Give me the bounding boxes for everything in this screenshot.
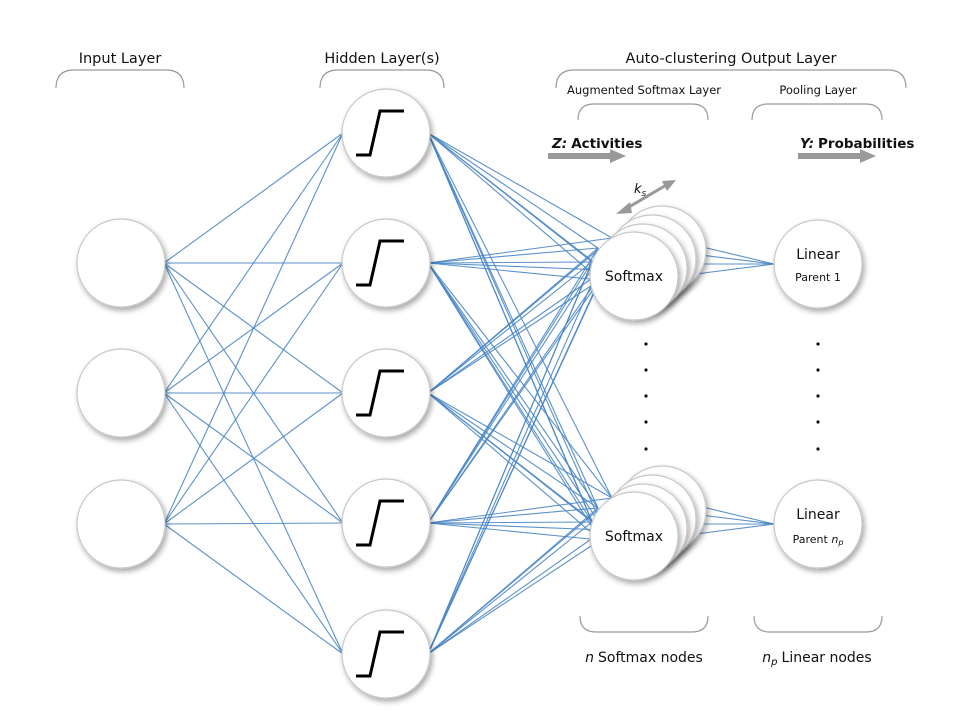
z-activities-label: Z:Activities bbox=[551, 136, 642, 152]
connection-line bbox=[427, 237, 613, 394]
augmented-softmax-brace bbox=[577, 103, 709, 121]
hidden-node bbox=[341, 218, 431, 308]
connection-line bbox=[427, 237, 613, 524]
hidden-node bbox=[341, 609, 431, 699]
connection-line bbox=[427, 247, 599, 264]
connection-line bbox=[427, 497, 613, 655]
connection-line bbox=[163, 523, 344, 655]
softmax-stack-bottom: Softmax bbox=[589, 465, 707, 581]
augmented-softmax-title: Augmented Softmax Layer bbox=[567, 83, 721, 97]
pooling-layer-title: Pooling Layer bbox=[779, 83, 857, 97]
connection-line bbox=[427, 132, 613, 239]
input-node bbox=[76, 348, 166, 438]
auto-clustering-output-title: Auto-clustering Output Layer bbox=[626, 51, 837, 67]
connection-line bbox=[427, 497, 613, 524]
connection-line bbox=[427, 262, 601, 281]
connection-line bbox=[427, 521, 593, 524]
double-arrow-icon bbox=[616, 180, 676, 214]
linear-ellipsis bbox=[816, 342, 820, 451]
y-probabilities-label: Y:Probabilities bbox=[800, 136, 914, 152]
connection-line bbox=[427, 237, 613, 264]
hidden-node bbox=[341, 478, 431, 568]
connection-line bbox=[163, 132, 344, 525]
connection-line bbox=[427, 539, 601, 655]
linear-node bbox=[773, 219, 863, 309]
linear-node bbox=[773, 479, 863, 569]
linear-node-label: Linear bbox=[796, 247, 840, 263]
connection-line bbox=[427, 507, 599, 524]
sigmoid-step-icon bbox=[356, 499, 404, 547]
linear-node-label: Linear bbox=[796, 507, 840, 523]
hidden-layers-title: Hidden Layer(s) bbox=[324, 51, 439, 67]
connection-line bbox=[163, 392, 344, 525]
connection-line bbox=[427, 521, 593, 655]
connection-line bbox=[163, 132, 344, 394]
output-layer-brace bbox=[555, 69, 907, 89]
pooling-layer-brace bbox=[751, 103, 883, 121]
ks-label: ks bbox=[634, 182, 647, 199]
hidden-layers-brace bbox=[319, 69, 445, 89]
input-node bbox=[76, 218, 166, 308]
input-layer-title: Input Layer bbox=[79, 51, 162, 67]
hidden-node bbox=[341, 348, 431, 438]
connection-line bbox=[427, 247, 599, 655]
connection-line bbox=[163, 262, 344, 525]
linear-nodes: Linear Parent 1 Linear Parent np bbox=[773, 219, 863, 569]
connection-line bbox=[427, 279, 601, 524]
sigmoid-step-icon bbox=[356, 369, 404, 417]
softmax-node-label: Softmax bbox=[605, 269, 663, 285]
connection-line bbox=[427, 279, 601, 394]
connection-lines bbox=[163, 132, 775, 655]
softmax-nodes-brace bbox=[579, 615, 709, 633]
connection-line bbox=[427, 522, 605, 531]
connection-line bbox=[427, 261, 593, 264]
connection-line bbox=[427, 522, 601, 541]
connection-line bbox=[427, 132, 599, 249]
connection-line bbox=[163, 132, 344, 264]
sigmoid-step-icon bbox=[356, 630, 404, 678]
connection-line bbox=[427, 132, 601, 281]
connection-line bbox=[427, 261, 593, 394]
hidden-nodes bbox=[341, 88, 431, 699]
linear-node-sublabel: Parent 1 bbox=[795, 271, 841, 284]
linear-node-sublabel: Parent np bbox=[793, 533, 844, 547]
linear-nodes-brace bbox=[753, 615, 883, 633]
sigmoid-step-icon bbox=[356, 109, 404, 157]
sigmoid-step-icon bbox=[356, 239, 404, 287]
softmax-node bbox=[589, 231, 679, 321]
softmax-node bbox=[589, 491, 679, 581]
connection-line bbox=[427, 279, 601, 655]
softmax-node-label: Softmax bbox=[605, 529, 663, 545]
connection-line bbox=[427, 529, 605, 655]
connection-line bbox=[427, 132, 605, 271]
connection-line bbox=[427, 247, 599, 524]
right-arrow-icon bbox=[798, 149, 876, 163]
connection-line bbox=[163, 522, 344, 525]
input-node bbox=[76, 479, 166, 569]
input-layer-brace bbox=[55, 69, 185, 89]
softmax-ellipsis bbox=[644, 342, 648, 451]
input-nodes bbox=[76, 218, 166, 569]
connection-line bbox=[427, 237, 613, 655]
hidden-node bbox=[341, 88, 431, 178]
softmax-stack-top: Softmax bbox=[589, 205, 707, 321]
right-arrow-icon bbox=[548, 149, 626, 163]
